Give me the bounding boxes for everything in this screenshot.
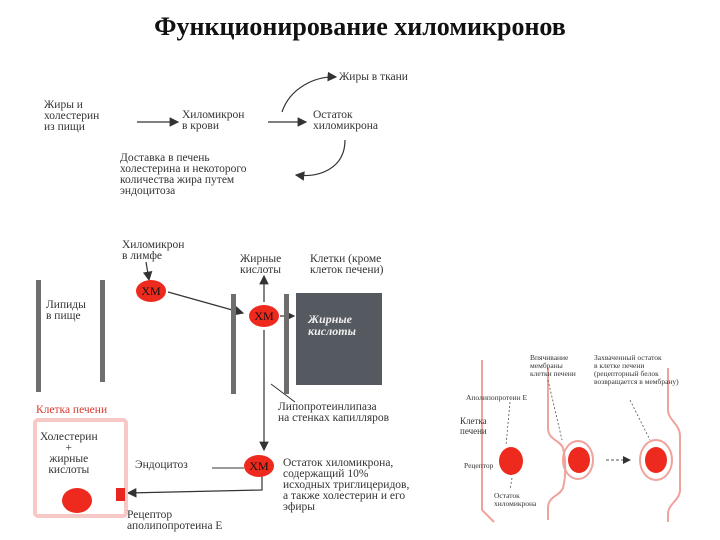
delivery-label: Доставка в печень холестерина и некоторо… [120,152,247,197]
box-fatty-acids-label: Жирные кислоты [308,312,356,338]
inset-captured-label: Захваченный остаток в клетке печени (рец… [594,353,679,386]
capillary-wall-right [284,294,289,394]
cells-except-liver-label: Клетки (кроме клеток печени) [310,253,384,276]
inset-remnant-3 [645,447,667,473]
receptor-label: Рецептор аполипопротеина Е [127,509,223,532]
receptor-marker [116,488,125,501]
inset-invagination-label: Впячивание мембраны клетки печени [530,353,576,378]
fats-food-label: Жиры и холестерин из пищи [44,99,100,133]
xm-capillary: ХМ [249,305,279,327]
inset-liver-cell-label: Клетка печени [460,416,487,436]
chylo-blood-label: Хиломикрон в крови [182,109,245,132]
remnant-label: Остаток хиломикрона [313,109,378,132]
cholesterol-label: Холестерин + жирные кислоты [40,431,98,476]
inset-apoe-label: Аполипопротеин Е [466,393,528,402]
inset-remnant-1 [499,447,523,475]
fats-tissue-label: Жиры в ткани [339,71,408,83]
inset-remnant-2 [568,447,590,473]
intestine-wall-right [100,280,105,382]
xm-remnant: ХМ [244,455,274,477]
liver-cell-label: Клетка печени [36,404,108,416]
intestine-wall-left [36,280,41,392]
capillary-wall-left [231,294,236,394]
engulfed-remnant [62,488,92,513]
lpl-label: Липопротеинлипаза на стенках капилляров [278,401,390,424]
endocytosis-label: Эндоцитоз [135,459,188,471]
lipids-food-label: Липиды в пище [46,299,86,322]
tissue-cell-box: Жирные кислоты [296,293,382,385]
fatty-acids-label: Жирные кислоты [240,253,282,276]
page-title: Функционирование хиломикронов [154,12,566,41]
chylo-lymph-label: Хиломикрон в лимфе [122,239,185,262]
remnant-desc-label: Остаток хиломикрона, содержащий 10% исхо… [283,457,410,513]
xm-lymph: ХМ [136,280,166,302]
inset-receptor-label: Рецептор [464,461,494,470]
inset-remnant-label: Остаток хиломикрона [494,491,537,508]
